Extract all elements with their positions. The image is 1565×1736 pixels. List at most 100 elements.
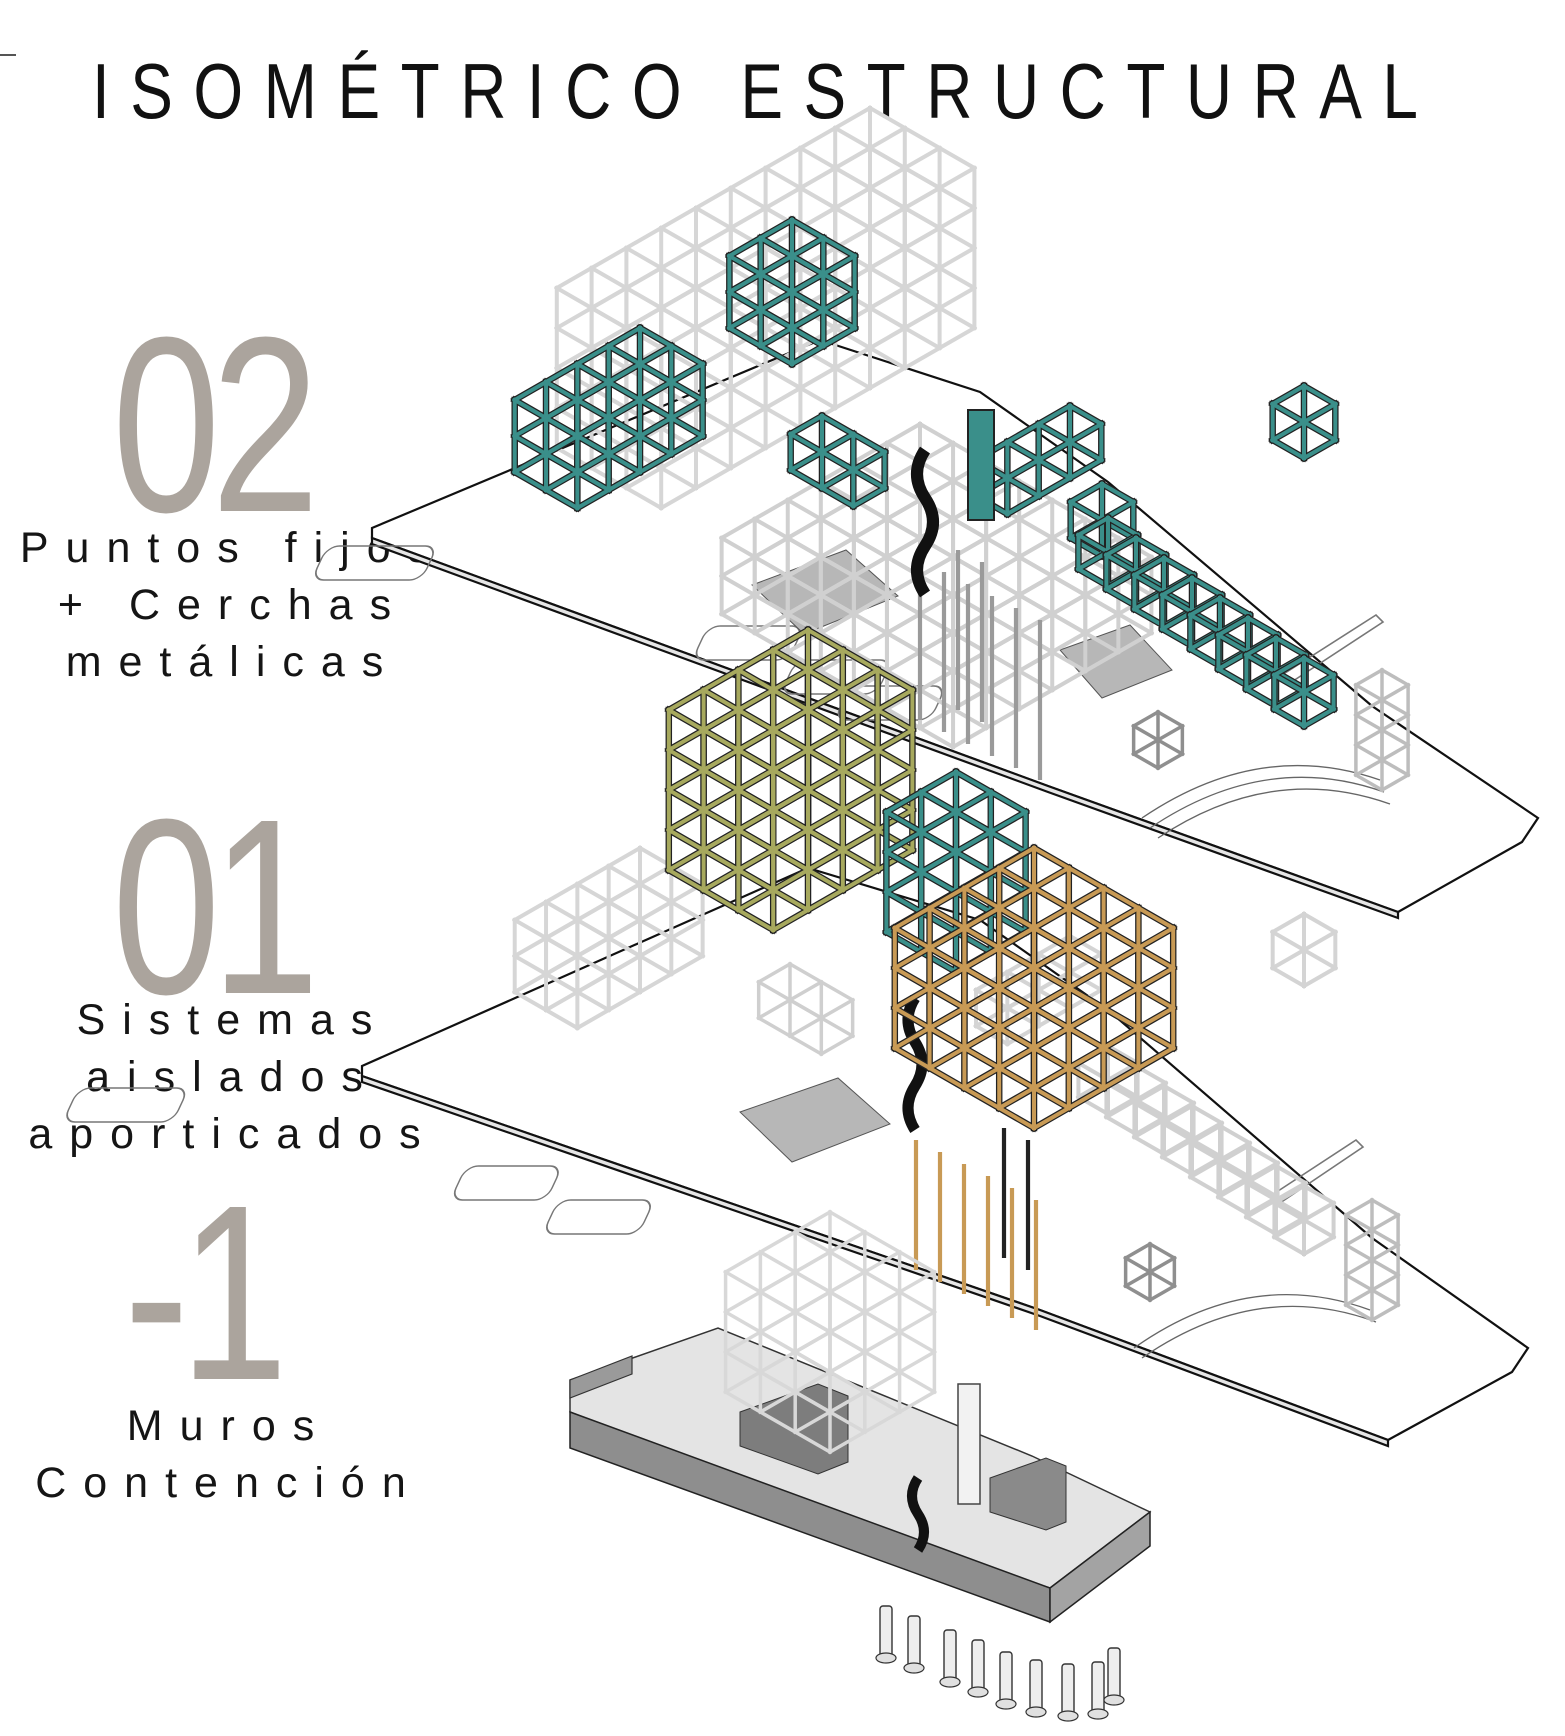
gray-frame-member	[1133, 1097, 1169, 1120]
metal-truss-member	[1269, 401, 1307, 425]
metal-truss-member	[1103, 535, 1139, 558]
metal-truss-member	[1004, 421, 1105, 481]
caption-line: Muros	[126, 1402, 332, 1450]
metal-truss-member	[787, 449, 825, 473]
stair-tower-member	[1343, 1227, 1375, 1248]
caption-line: Sistemas	[76, 996, 390, 1044]
retaining-wall-right	[1049, 1510, 1151, 1624]
gray-frame-member	[1187, 1157, 1223, 1180]
stair-tower-member	[1131, 751, 1161, 771]
gray-frame-member	[1301, 911, 1339, 935]
metal-truss-member	[1004, 475, 1042, 499]
stair-tower-member	[1379, 772, 1411, 793]
stair-tower-member	[1379, 712, 1411, 733]
metal-truss-member	[1273, 635, 1309, 658]
level-02-columns	[917, 550, 1411, 793]
metal-truss-member	[1301, 689, 1337, 712]
metal-truss-member	[1301, 706, 1337, 729]
gray-frame-member	[1217, 1157, 1253, 1180]
spiral-stair-icon	[911, 446, 939, 598]
metal-truss-member	[850, 485, 888, 509]
level-01-olive-frame	[664, 625, 917, 935]
metal-truss-member	[1301, 672, 1337, 695]
level-02-metal-trusses	[510, 215, 1340, 731]
stair-tower-member	[1379, 742, 1411, 763]
stair-tower-member	[1343, 1197, 1375, 1218]
metal-truss-member	[1271, 689, 1307, 712]
level-caption-01: Sistemas aislados aporticados	[0, 992, 468, 1163]
metal-truss-member	[1099, 481, 1137, 505]
pile-cap	[1025, 1706, 1047, 1718]
stair-tower-member	[1147, 1255, 1177, 1275]
stair-tower-member	[1155, 723, 1185, 743]
gray-frame-member	[1131, 1083, 1167, 1106]
metal-truss-member	[819, 467, 857, 491]
gray-frame-member	[1131, 1117, 1167, 1140]
stair-tower-member	[1353, 772, 1385, 793]
stair-tower-member	[1353, 742, 1385, 763]
level-02-slab-edge	[370, 536, 1400, 920]
metal-truss-member	[1035, 421, 1073, 445]
basement-frame-member	[723, 1309, 833, 1375]
basement-frame-member	[723, 1269, 833, 1335]
gray-frame-member	[623, 245, 734, 311]
basement-frame-member	[827, 1269, 937, 1335]
stair-tower-member	[1147, 1283, 1177, 1303]
level-01-slab-edge	[360, 1074, 1390, 1448]
basement-frame-member	[827, 1349, 937, 1415]
metal-truss-member	[1301, 655, 1337, 678]
gray-frame-member	[1301, 929, 1339, 953]
level-caption-02: Puntos fijos + Cerchas metálicas	[0, 520, 468, 691]
olive-frame-member	[666, 707, 776, 773]
gray-frame-member	[751, 516, 989, 655]
gray-frame-member	[1215, 1143, 1251, 1166]
corner-mark	[0, 54, 16, 56]
stair-tower-member	[1343, 1287, 1375, 1308]
stair-tower-member	[1353, 712, 1385, 733]
gray-frame-member	[851, 459, 1089, 598]
stair-tower-member	[1131, 737, 1161, 757]
metal-truss-member	[1243, 652, 1279, 675]
stair-tower-member	[1343, 1257, 1375, 1278]
metal-truss-member	[1133, 535, 1169, 558]
pile-cap	[939, 1676, 961, 1688]
metal-truss-member	[1215, 666, 1251, 689]
metal-truss-member	[1067, 439, 1105, 463]
metal-truss-member	[1215, 615, 1251, 638]
basement-structure	[569, 1209, 1152, 1722]
gray-frame-member	[1269, 947, 1307, 971]
gray-frame-member	[1301, 1217, 1337, 1240]
stair-tower-member	[1353, 667, 1385, 688]
metal-truss-member	[787, 413, 825, 437]
pile	[907, 1615, 921, 1669]
gray-frame-member	[1301, 965, 1339, 989]
gray-frame-member	[1273, 1197, 1309, 1220]
basement-frame	[723, 1209, 937, 1553]
gray-frame-member	[554, 105, 873, 291]
pile	[1029, 1659, 1043, 1713]
metal-truss-member	[1004, 457, 1105, 517]
gray-frame-member	[588, 265, 699, 331]
basement-frame-member	[827, 1209, 937, 1275]
foundation-piles	[875, 1605, 1125, 1722]
basement-frame-member	[792, 1229, 902, 1295]
pile	[1107, 1647, 1121, 1701]
gray-frame-member	[1105, 1043, 1141, 1066]
stair-tower-member	[1155, 709, 1185, 729]
level-number-minus-1: -1	[124, 1153, 288, 1432]
basement-frame-member	[723, 1349, 833, 1415]
basement-frame-member	[723, 1389, 833, 1455]
stair-tower-member	[1353, 682, 1385, 703]
pile	[999, 1651, 1013, 1705]
gray-frame-member	[588, 125, 908, 311]
gray-frame-member	[1243, 1197, 1279, 1220]
gray-frame-member	[658, 165, 978, 351]
olive-frame-member	[735, 667, 846, 733]
basement-frame-member	[758, 1249, 868, 1315]
caption-line: Puntos fijos	[19, 524, 447, 572]
gray-frame-member	[797, 145, 908, 211]
metal-truss-member	[1243, 635, 1279, 658]
gray-frame-member	[1159, 1103, 1195, 1126]
metal-truss-member	[1067, 499, 1105, 523]
stair-tower-member	[1369, 1272, 1401, 1293]
